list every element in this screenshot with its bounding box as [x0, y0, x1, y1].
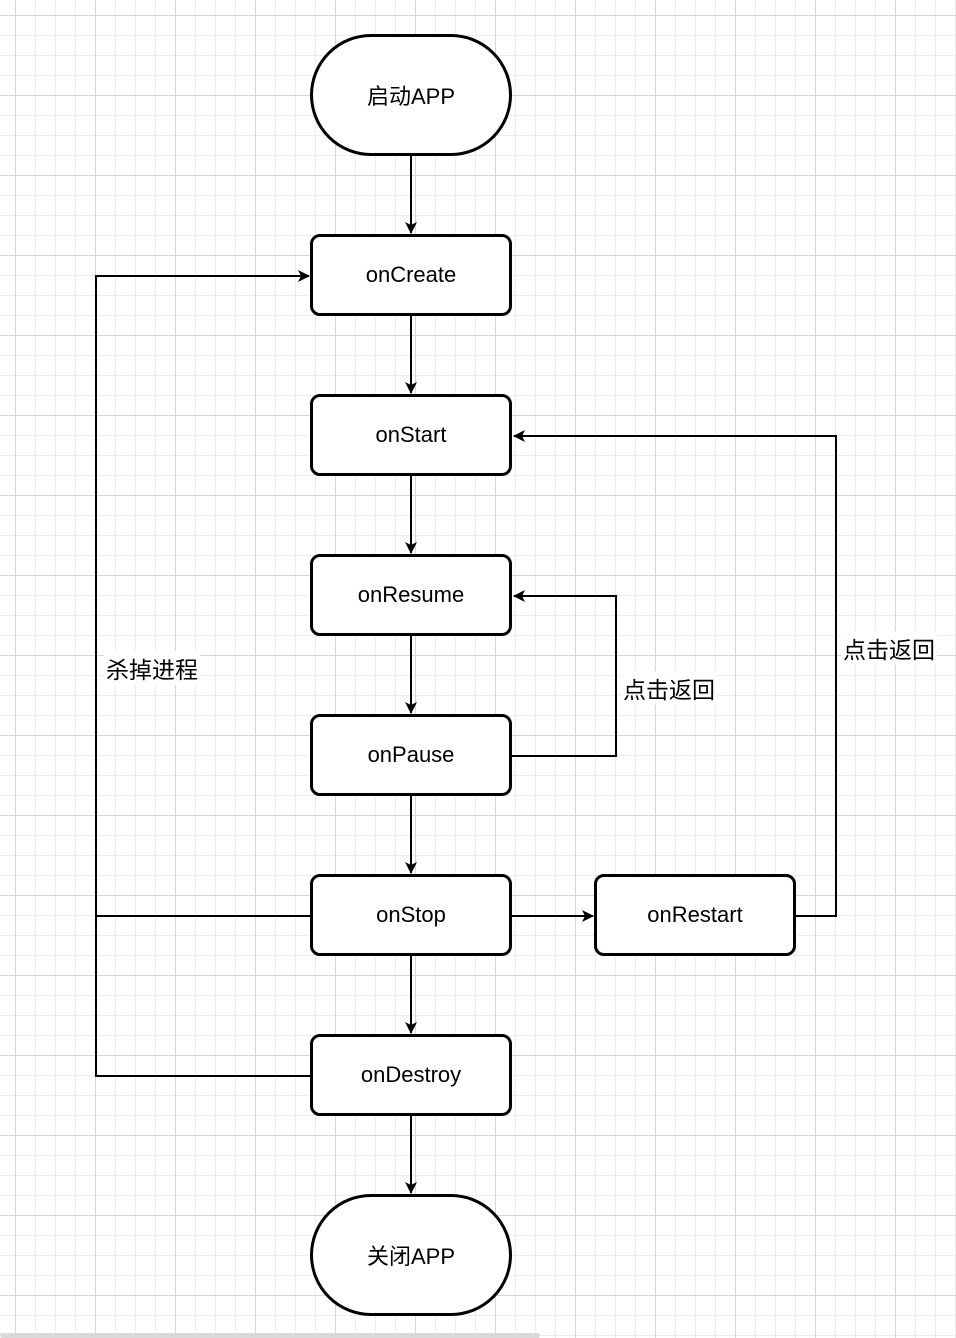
onstop-label: onStop: [376, 902, 446, 927]
onrestart-node[interactable]: onRestart: [594, 874, 796, 956]
onpause-label: onPause: [367, 742, 455, 767]
ondestroy-node[interactable]: onDestroy: [310, 1034, 512, 1116]
edge-onrestart-onstart: [513, 430, 837, 917]
onstart-node[interactable]: onStart: [310, 394, 512, 476]
start-app-label: 启动APP: [366, 84, 456, 109]
edge-onpause-onresume: [512, 590, 617, 757]
click-back-pause-label: 点击返回: [621, 671, 717, 705]
onstart-label: onStart: [375, 422, 447, 447]
ondestroy-label: onDestroy: [360, 1062, 462, 1087]
onresume-node[interactable]: onResume: [310, 554, 512, 636]
onrestart-label: onRestart: [647, 902, 743, 927]
edge-onstop-oncreate: [95, 270, 310, 917]
edge-ondestroy-oncreate: [95, 916, 310, 1077]
close-app-node[interactable]: 关闭APP: [310, 1194, 512, 1316]
oncreate-node[interactable]: onCreate: [310, 234, 512, 316]
kill-process-label: 杀掉进程: [104, 651, 200, 685]
onresume-label: onResume: [357, 582, 465, 607]
close-app-label: 关闭APP: [366, 1244, 456, 1269]
onstop-node[interactable]: onStop: [310, 874, 512, 956]
horizontal-scrollbar[interactable]: [0, 1333, 540, 1338]
start-app-node[interactable]: 启动APP: [310, 34, 512, 156]
oncreate-label: onCreate: [365, 262, 457, 287]
click-back-restart-label: 点击返回: [841, 631, 937, 665]
onpause-node[interactable]: onPause: [310, 714, 512, 796]
